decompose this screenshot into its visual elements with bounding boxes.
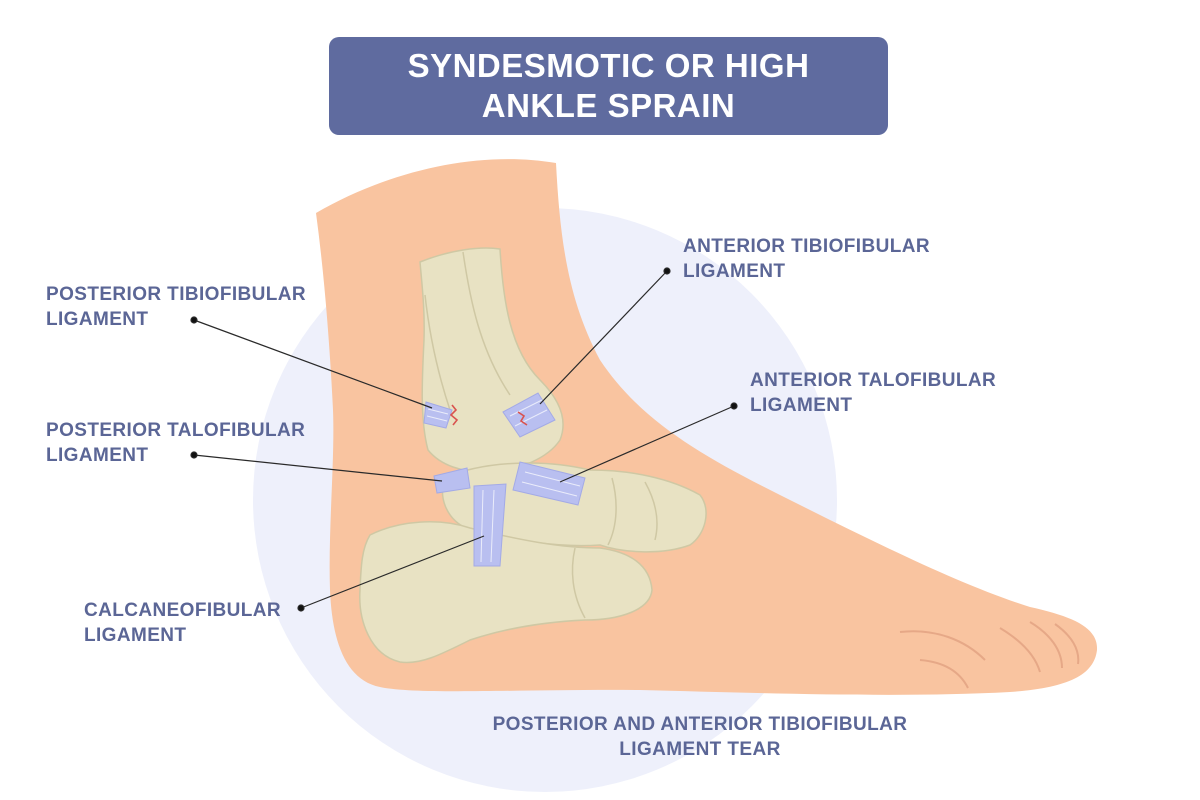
label-line: POSTERIOR TALOFIBULAR — [46, 420, 306, 441]
bone-line — [644, 481, 658, 541]
leader-lines — [190, 267, 738, 612]
label-posterior-talofibular: POSTERIOR TALOFIBULAR LIGAMENT — [46, 418, 305, 468]
toe-crease — [899, 630, 986, 661]
toe-crease — [1054, 623, 1080, 665]
bone-line — [424, 294, 451, 411]
anterior-tibiofibular-ligament — [502, 392, 556, 438]
label-calcaneofibular: CALCANEOFIBULAR LIGAMENT — [84, 598, 281, 648]
label-line: POSTERIOR TIBIOFIBULAR — [46, 284, 307, 305]
leader-calcaneofibular — [300, 535, 485, 609]
leader-posterior-talofibular — [193, 454, 443, 482]
title-line-1: SYNDESMOTIC OR HIGH — [407, 47, 810, 84]
label-line: LIGAMENT — [683, 261, 786, 282]
title-banner: SYNDESMOTIC OR HIGH ANKLE SPRAIN — [329, 37, 888, 135]
calcaneofibular-ligament — [473, 483, 507, 567]
posterior-talofibular-ligament — [433, 467, 471, 494]
label-line: LIGAMENT — [84, 625, 187, 646]
toe-crease — [999, 627, 1041, 673]
bone-line — [571, 547, 586, 619]
toe-crease — [919, 659, 969, 689]
leader-dot — [190, 316, 198, 324]
label-line: ANTERIOR TIBIOFIBULAR — [683, 236, 930, 257]
anterior-talofibular-ligament — [512, 461, 586, 506]
label-anterior-talofibular: ANTERIOR TALOFIBULAR LIGAMENT — [750, 368, 996, 418]
label-line: LIGAMENT — [46, 445, 149, 466]
caption-line-2: LIGAMENT TEAR — [619, 739, 781, 760]
caption: POSTERIOR AND ANTERIOR TIBIOFIBULAR LIGA… — [440, 712, 960, 762]
title-line-2: ANKLE SPRAIN — [481, 87, 736, 124]
caption-line-1: POSTERIOR AND ANTERIOR TIBIOFIBULAR — [492, 714, 908, 735]
label-line: ANTERIOR TALOFIBULAR — [750, 370, 997, 391]
posterior-tibiofibular-ligament — [423, 401, 453, 429]
leader-posterior-tibiofibular — [193, 319, 433, 409]
tear-mark — [449, 404, 459, 426]
leader-anterior-tibiofibular — [539, 270, 668, 405]
leader-dot — [663, 267, 671, 275]
tear-mark — [517, 411, 528, 426]
label-line: LIGAMENT — [46, 309, 149, 330]
leader-dot — [190, 451, 198, 459]
label-line: CALCANEOFIBULAR — [84, 600, 282, 621]
leader-dot — [730, 402, 738, 410]
toe-crease — [1029, 621, 1063, 669]
label-line: LIGAMENT — [750, 395, 853, 416]
leader-anterior-talofibular — [559, 405, 735, 483]
label-posterior-tibiofibular: POSTERIOR TIBIOFIBULAR LIGAMENT — [46, 282, 306, 332]
leader-dot — [297, 604, 305, 612]
bone-line — [607, 477, 617, 546]
bone-line — [462, 251, 511, 396]
label-anterior-tibiofibular: ANTERIOR TIBIOFIBULAR LIGAMENT — [683, 234, 930, 284]
